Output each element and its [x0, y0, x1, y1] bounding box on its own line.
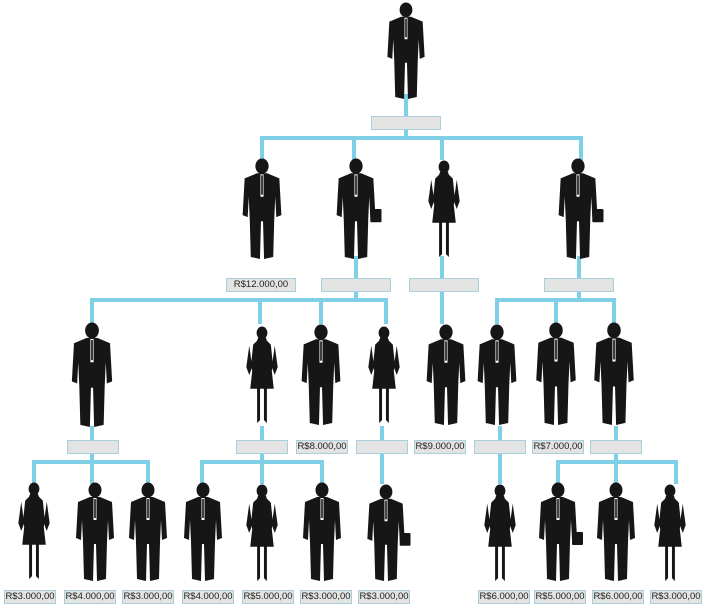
worker-icon [303, 482, 341, 581]
salary-label [474, 440, 526, 454]
manager-briefcase-icon [336, 158, 382, 259]
salary-label: R$6.000,00 [478, 590, 530, 604]
salary-label [409, 278, 479, 292]
supervisor-woman-phone-icon [368, 326, 400, 424]
salary-label: R$3.000,00 [122, 590, 174, 604]
manager-icon [242, 158, 282, 259]
worker-icon [184, 482, 222, 581]
worker-woman-handshake-icon [654, 484, 686, 582]
worker-handshake-icon [597, 482, 635, 581]
salary-label: R$8.000,00 [296, 440, 348, 454]
salary-label: R$4.000,00 [182, 590, 234, 604]
salary-label [321, 278, 391, 292]
salary-label: R$3.000,00 [358, 590, 410, 604]
supervisor-icon [301, 324, 341, 425]
ceo-icon [387, 2, 425, 100]
manager-woman-icon [428, 160, 460, 258]
salary-label [67, 440, 119, 454]
salary-label: R$4.000,00 [64, 590, 116, 604]
salary-label [356, 440, 408, 454]
salary-label: R$7.000,00 [532, 440, 584, 454]
silhouettes [18, 2, 686, 582]
manager-briefcase-icon [558, 158, 604, 259]
connector-lines [32, 94, 678, 484]
supervisor-icon [71, 322, 113, 427]
worker-woman-icon [246, 484, 278, 582]
salary-label: R$3.000,00 [650, 590, 702, 604]
supervisor-icon [536, 322, 576, 425]
salary-label [371, 116, 441, 130]
salary-label [236, 440, 288, 454]
worker-woman-icon [484, 484, 516, 582]
salary-label: R$5.000,00 [242, 590, 294, 604]
salary-label: R$3.000,00 [4, 590, 56, 604]
salary-label: R$12.000,00 [226, 278, 296, 292]
salary-label: R$6.000,00 [592, 590, 644, 604]
worker-briefcase-icon [367, 484, 411, 582]
salary-label: R$3.000,00 [300, 590, 352, 604]
worker-woman-phone-icon [18, 482, 50, 580]
salary-label [544, 278, 614, 292]
supervisor-icon [594, 322, 634, 425]
salary-label: R$5.000,00 [534, 590, 586, 604]
worker-icon [129, 482, 167, 581]
salary-label [590, 440, 642, 454]
worker-briefcase-icon [539, 482, 583, 581]
supervisor-icon [477, 324, 517, 425]
worker-phone-icon [76, 482, 114, 581]
supervisor-woman-icon [246, 326, 278, 424]
salary-label: R$9.000,00 [414, 440, 466, 454]
supervisor-icon [426, 324, 466, 425]
